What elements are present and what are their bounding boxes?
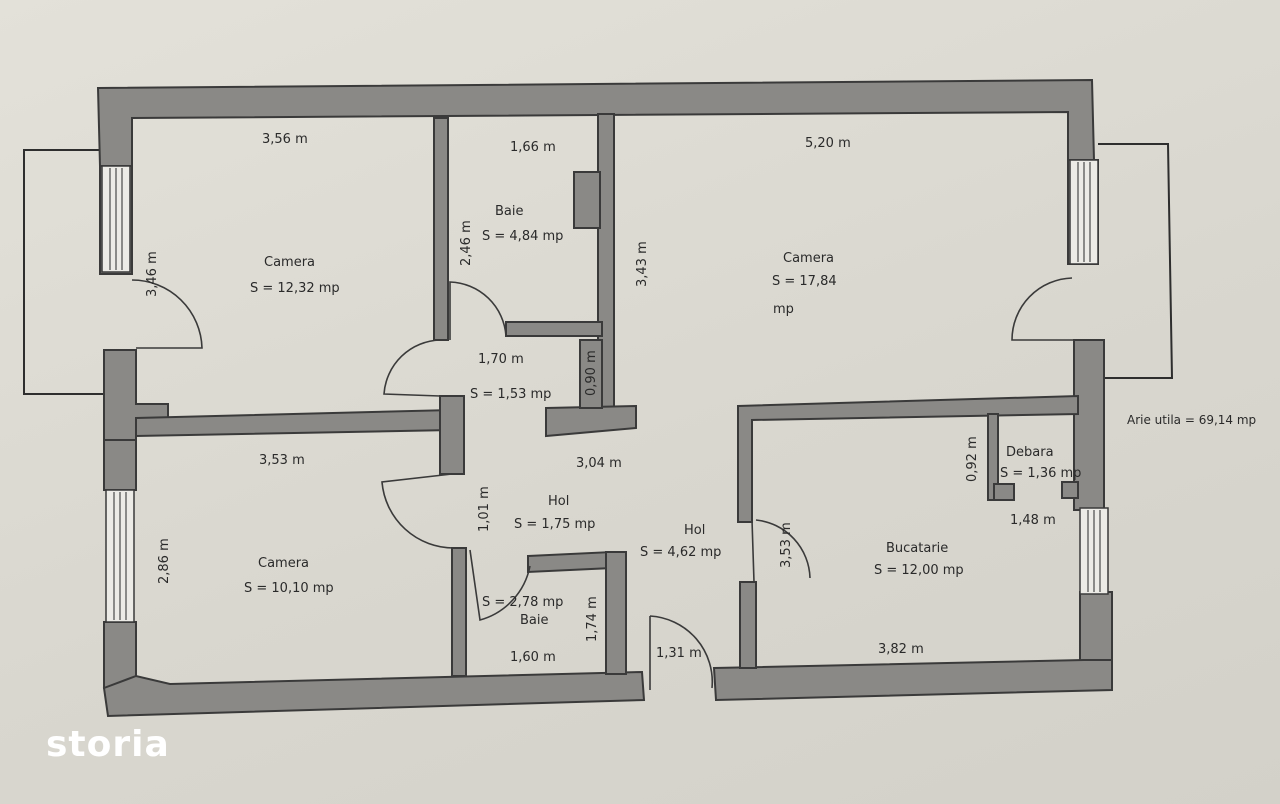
hol-center-height: 1,01 m [477,486,492,532]
bucatarie-area: S = 12,00 mp [874,563,964,578]
camera-nw-height: 3,46 m [145,251,160,297]
baie-top-name: Baie [495,204,524,219]
hol-center-area: S = 1,75 mp [514,517,595,532]
useful-area: Arie utila = 69,14 mp [1127,413,1256,427]
baie-bottom-area: S = 2,78 mp [482,595,563,610]
bucatarie-name: Bucatarie [886,541,948,556]
window-ne [1069,159,1099,265]
hall-small-area: S = 1,53 mp [470,387,551,402]
hall-small-height: 0,90 m [584,350,599,396]
camera-sw-name: Camera [258,556,309,571]
camera-sw-width: 3,53 m [259,453,305,468]
debara-width: 1,48 m [1010,513,1056,528]
hol-center-width: 3,04 m [576,456,622,471]
baie-bottom-name: Baie [520,613,549,628]
window-kitchen [1079,507,1109,595]
hol-center-name: Hol [548,494,569,509]
balcony-east [1098,143,1174,379]
entry-door-width: 1,31 m [656,646,702,661]
camera-nw-width: 3,56 m [262,132,308,147]
baie-top-width: 1,66 m [510,140,556,155]
window-sw [105,489,135,623]
bucatarie-height: 3,53 m [779,522,794,568]
camera-sw-height: 2,86 m [157,538,172,584]
camera-ne-height: 3,43 m [635,241,650,287]
balcony-west [23,149,106,395]
hol-entry-name: Hol [684,523,705,538]
camera-ne-area-unit: mp [773,302,794,317]
baie-bottom-width: 1,60 m [510,650,556,665]
hall-small-width: 1,70 m [478,352,524,367]
baie-bottom-height: 1,74 m [585,596,600,642]
baie-top-height: 2,46 m [459,220,474,266]
windows [101,159,1109,623]
storia-logo: storia [46,724,170,765]
camera-sw-area: S = 10,10 mp [244,581,334,596]
bucatarie-width: 3,82 m [878,642,924,657]
camera-nw-area: S = 12,32 mp [250,281,340,296]
window-nw [101,165,131,273]
hol-entry-area: S = 4,62 mp [640,545,721,560]
camera-ne-area: S = 17,84 [772,274,837,289]
camera-ne-width: 5,20 m [805,136,851,151]
debara-height: 0,92 m [965,436,980,482]
camera-nw-name: Camera [264,255,315,270]
door-swings [131,277,1074,690]
debara-area: S = 1,36 mp [1000,466,1081,481]
debara-name: Debara [1006,445,1054,460]
camera-ne-name: Camera [783,251,834,266]
interior-walls [135,113,1079,677]
baie-top-area: S = 4,84 mp [482,229,563,244]
